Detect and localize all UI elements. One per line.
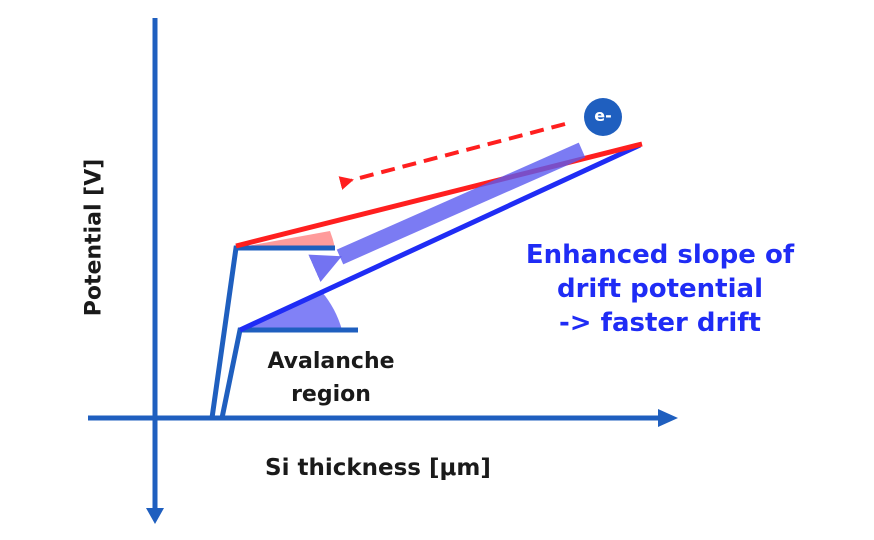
y-axis-arrowhead bbox=[146, 508, 164, 524]
avalanche-region-label: Avalanche region bbox=[267, 349, 395, 407]
electron-motion-arrow bbox=[338, 122, 566, 190]
x-axis-label: Si thickness [μm] bbox=[265, 455, 491, 481]
electron-badge: e- bbox=[584, 98, 622, 136]
y-axis-label: Potential [V] bbox=[81, 158, 107, 317]
enhanced-angle-shade bbox=[236, 231, 335, 248]
enhanced-drift-line bbox=[235, 141, 643, 249]
x-axis-arrowhead bbox=[658, 409, 678, 427]
drift-direction-arrow bbox=[308, 142, 586, 283]
enhanced-slope-annotation: Enhanced slope of drift potential -> fas… bbox=[525, 240, 795, 338]
baseline-drift-line bbox=[238, 142, 642, 333]
upper-potential-profile bbox=[209, 245, 335, 419]
